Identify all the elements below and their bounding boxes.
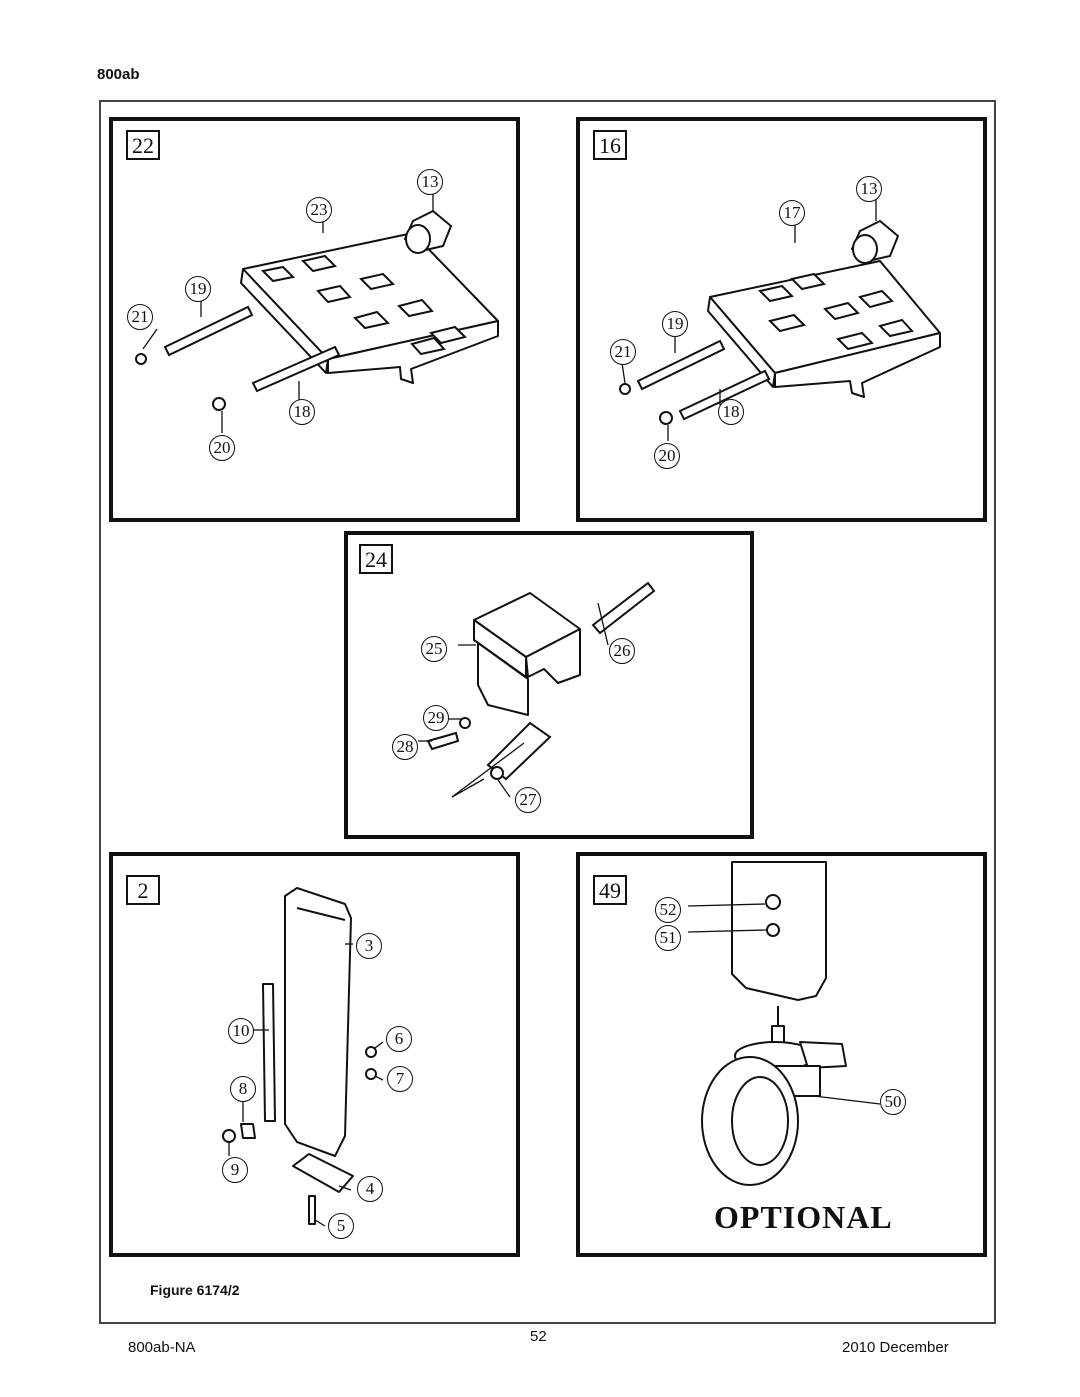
panel-22: 22 13 23 19 21 18 20 — [109, 117, 520, 522]
callout-18: 18 — [718, 399, 744, 425]
callout-13: 13 — [417, 169, 443, 195]
callout-8: 8 — [230, 1076, 256, 1102]
callout-3: 3 — [356, 933, 382, 959]
callout-7: 7 — [387, 1066, 413, 1092]
callout-52: 52 — [655, 897, 681, 923]
callout-28: 28 — [392, 734, 418, 760]
callout-4: 4 — [357, 1176, 383, 1202]
panel-16: 16 13 17 19 21 18 20 — [576, 117, 987, 522]
callout-21: 21 — [610, 339, 636, 365]
callout-20: 20 — [654, 443, 680, 469]
leg-assembly-drawing — [222, 887, 384, 1227]
panel-24: 24 25 26 29 28 27 — [344, 531, 754, 839]
callout-26: 26 — [609, 638, 635, 664]
panel-24-tag: 24 — [359, 544, 393, 574]
panel-2: 2 3 10 6 8 7 9 4 5 — [109, 852, 520, 1257]
callout-25: 25 — [421, 636, 447, 662]
panel-49: 49 52 51 50 OPTIONAL — [576, 852, 987, 1257]
bracket-roller-drawing — [418, 581, 656, 798]
platform-assembly-drawing — [619, 199, 941, 441]
callout-6: 6 — [386, 1026, 412, 1052]
callout-51: 51 — [655, 925, 681, 951]
panel-2-tag: 2 — [126, 875, 160, 905]
callout-21: 21 — [127, 304, 153, 330]
footer-doc-id: 800ab-NA — [128, 1339, 196, 1356]
panel-22-tag: 22 — [126, 130, 160, 160]
panel-16-tag: 16 — [593, 130, 627, 160]
callout-5: 5 — [328, 1213, 354, 1239]
callout-19: 19 — [185, 276, 211, 302]
footer-date: 2010 December — [842, 1339, 949, 1356]
callout-18: 18 — [289, 399, 315, 425]
callout-29: 29 — [423, 705, 449, 731]
optional-label: OPTIONAL — [714, 1199, 893, 1235]
panel-49-tag: 49 — [593, 875, 627, 905]
callout-50: 50 — [880, 1089, 906, 1115]
callout-27: 27 — [515, 787, 541, 813]
callout-20: 20 — [209, 435, 235, 461]
footer-page-number: 52 — [530, 1328, 547, 1345]
document-header: 800ab — [97, 66, 140, 83]
figure-caption: Figure 6174/2 — [150, 1282, 240, 1298]
callout-23: 23 — [306, 197, 332, 223]
platform-assembly-drawing — [135, 194, 499, 433]
callout-10: 10 — [228, 1018, 254, 1044]
callout-17: 17 — [779, 200, 805, 226]
callout-19: 19 — [662, 311, 688, 337]
caster-drawing — [687, 861, 881, 1186]
figure-frame — [99, 100, 996, 1324]
callout-13: 13 — [856, 176, 882, 202]
callout-9: 9 — [222, 1157, 248, 1183]
